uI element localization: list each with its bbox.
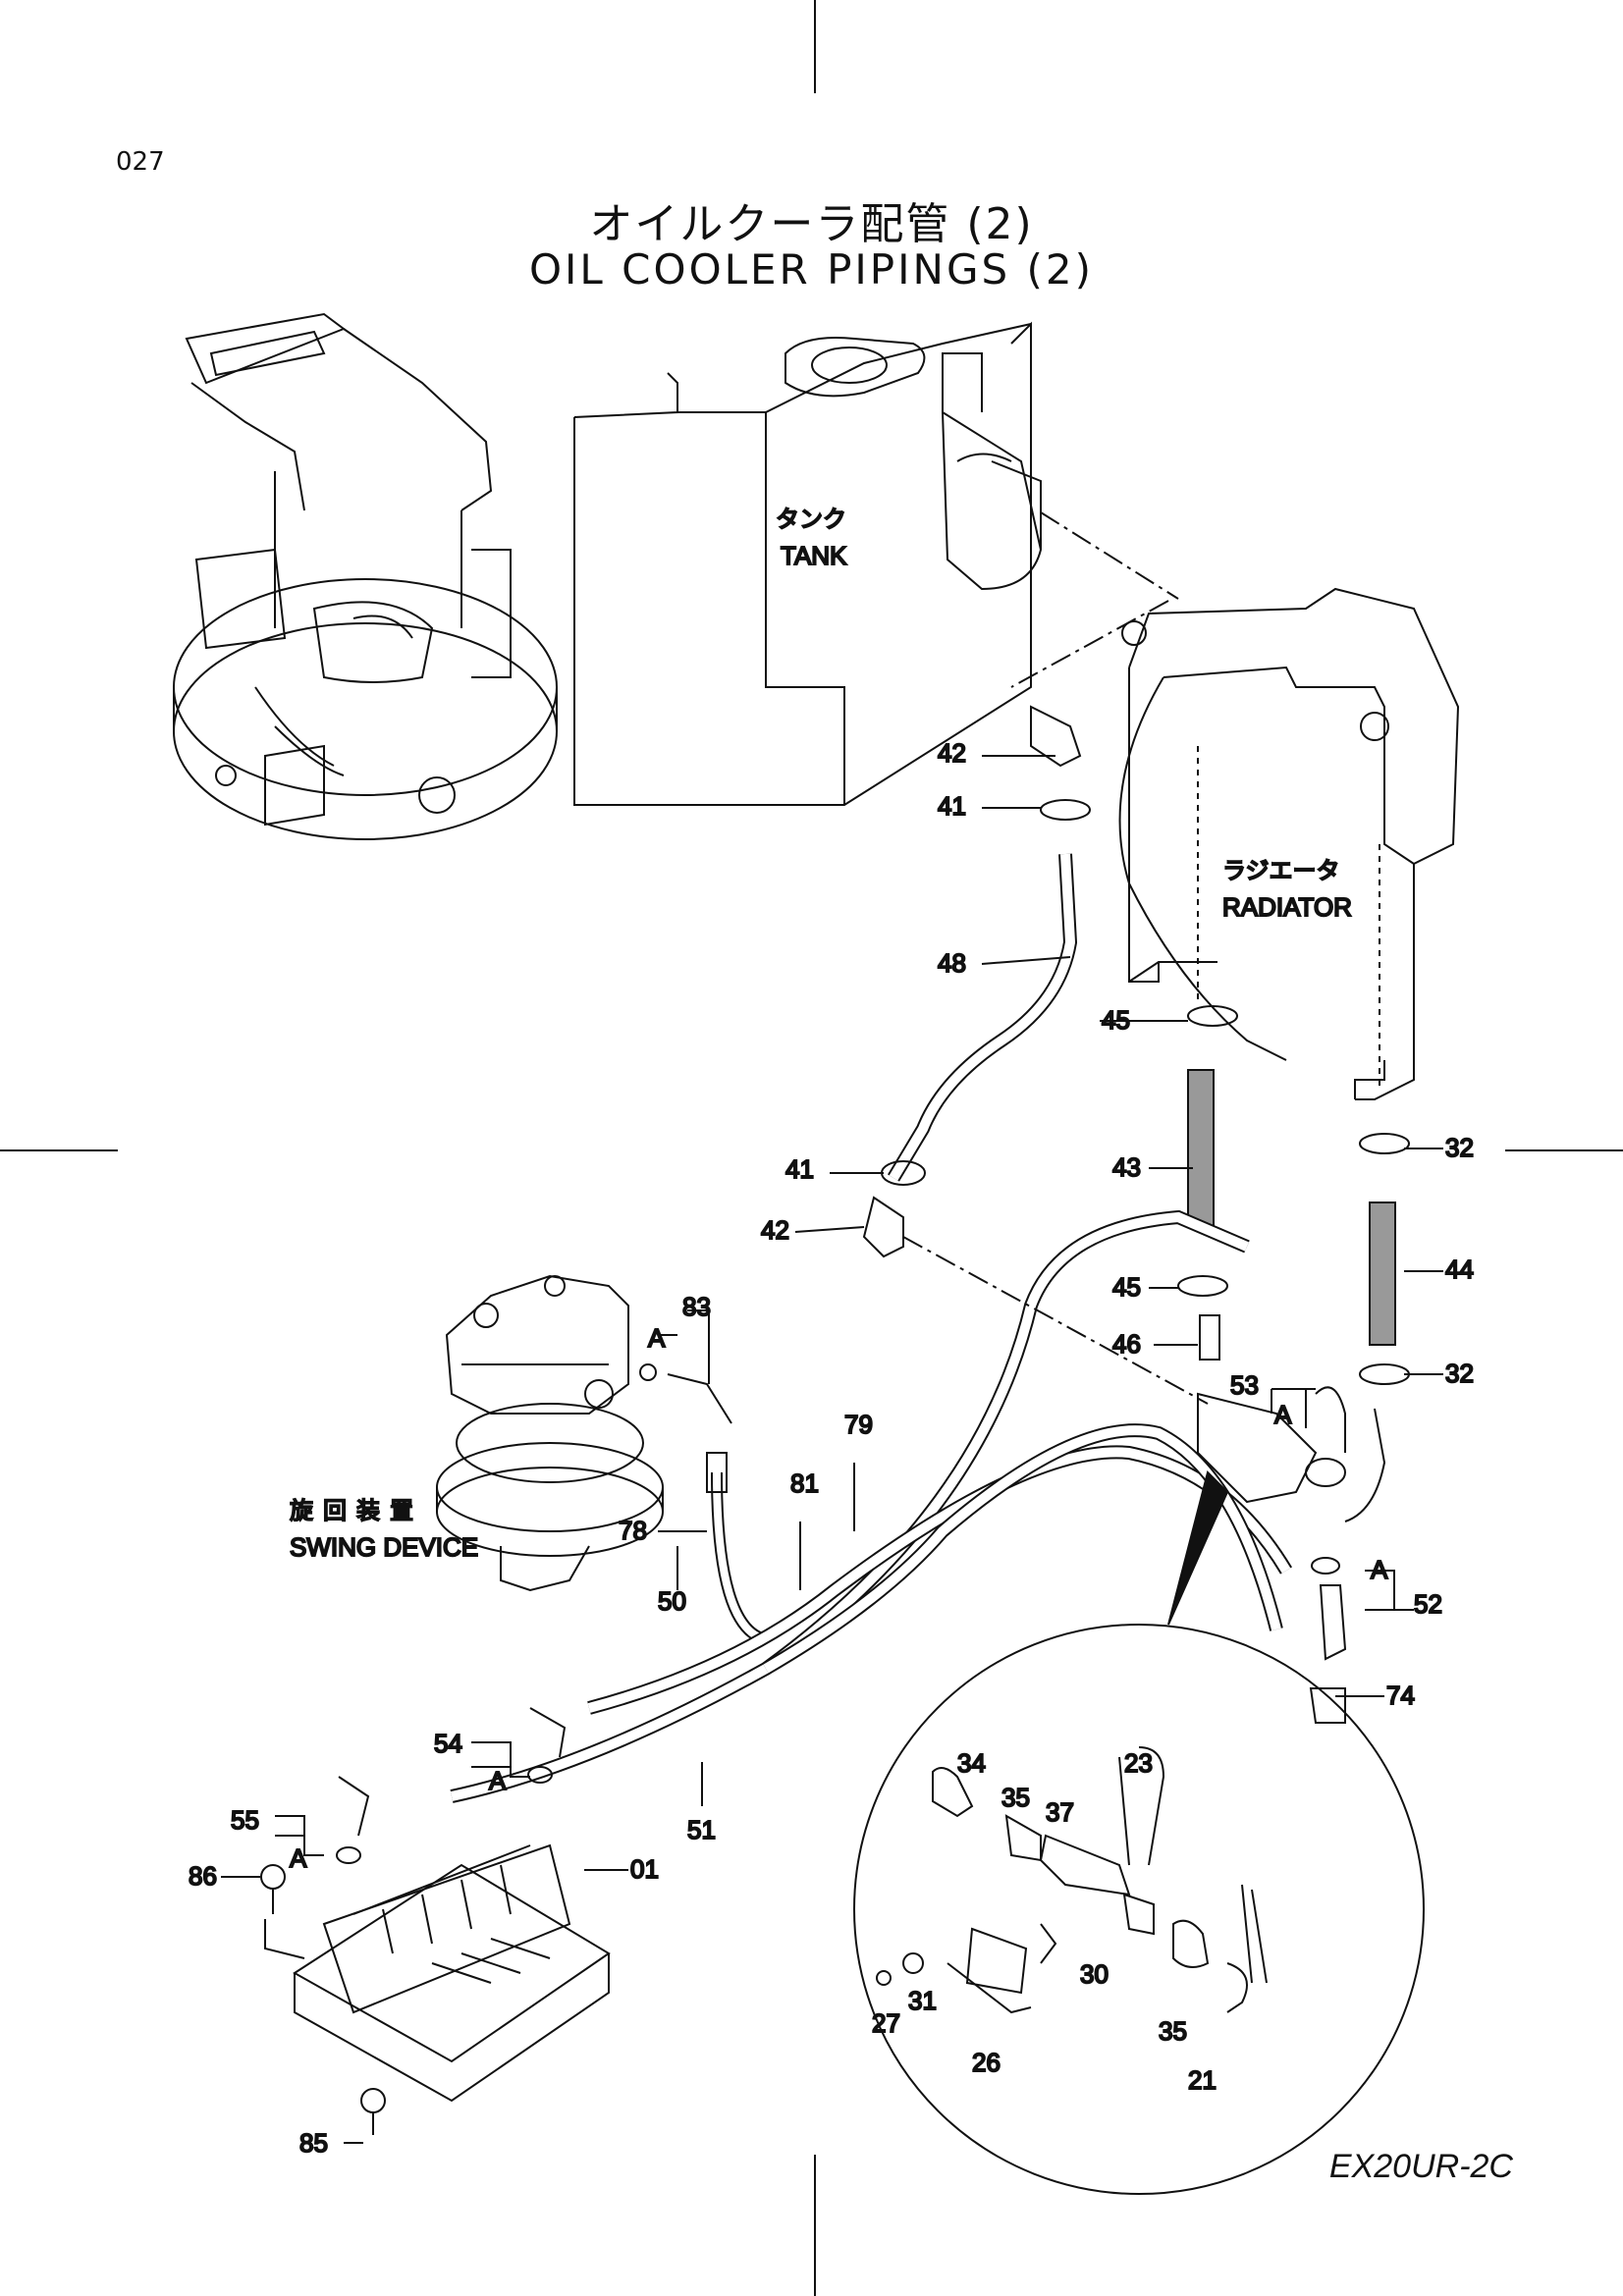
part-label-a-83: A [648, 1323, 666, 1353]
part-label-78: 78 [619, 1516, 647, 1545]
radiator-label: RADIATOR [1222, 892, 1352, 922]
part-label-a-52: A [1371, 1555, 1388, 1584]
part-label-41-upper: 41 [938, 791, 966, 821]
excavator-overview-illustration [173, 312, 558, 840]
part-label-31: 31 [908, 1986, 937, 2015]
part-label-21: 21 [1188, 2065, 1217, 2095]
hydraulic-tank-illustration [573, 321, 1043, 806]
part-label-01: 01 [630, 1854, 659, 1884]
page-title-japanese: オイルクーラ配管 (2) [589, 199, 1034, 249]
part-label-74: 74 [1386, 1681, 1415, 1710]
page-number: 027 [116, 147, 165, 177]
page-title-english: OIL COOLER PIPINGS (2) [528, 245, 1094, 294]
part-label-26: 26 [972, 2048, 1001, 2077]
part-label-27: 27 [872, 2008, 900, 2038]
part-label-53: 53 [1230, 1370, 1259, 1400]
tank-label: TANK [781, 541, 847, 570]
part-number-labels: 42 41 48 45 32 41 43 42 44 45 83 A 46 32… [188, 737, 1475, 2159]
part-label-45-lower: 45 [1112, 1272, 1141, 1302]
swing-device-label: SWING DEVICE [290, 1532, 478, 1562]
part-label-34: 34 [957, 1748, 986, 1778]
part-label-42-upper: 42 [938, 738, 966, 768]
part-label-46: 46 [1112, 1329, 1141, 1359]
part-label-37: 37 [1046, 1797, 1074, 1827]
part-label-83: 83 [682, 1292, 711, 1321]
part-label-55: 55 [231, 1805, 259, 1835]
part-label-54: 54 [434, 1729, 462, 1758]
part-label-86: 86 [189, 1861, 217, 1891]
radiator-illustration [1118, 587, 1460, 1100]
part-label-41-lower: 41 [785, 1154, 814, 1184]
part-label-23: 23 [1124, 1748, 1153, 1778]
part-label-45-upper: 45 [1102, 1005, 1130, 1035]
part-label-42-lower: 42 [761, 1215, 789, 1245]
part-label-43: 43 [1112, 1152, 1141, 1182]
part-label-32-lower: 32 [1445, 1359, 1474, 1388]
part-label-a-54: A [489, 1766, 507, 1795]
part-label-44: 44 [1445, 1255, 1474, 1284]
leader-lines [221, 511, 1443, 2144]
part-label-35-upper: 35 [1001, 1783, 1030, 1812]
radiator-label-jp: ラジエータ [1222, 857, 1340, 884]
tank-label-jp: タンク [776, 506, 846, 533]
part-label-a-55: A [290, 1843, 307, 1873]
part-label-30: 30 [1080, 1959, 1109, 1989]
part-label-81: 81 [790, 1468, 819, 1498]
model-code: EX20UR-2C [1328, 2148, 1513, 2185]
part-label-51: 51 [687, 1815, 716, 1844]
hoses [450, 853, 1396, 1803]
detail-circle [853, 1470, 1425, 2195]
fittings [260, 705, 1410, 2135]
part-label-a-53: A [1274, 1400, 1292, 1429]
swing-device-illustration [436, 1274, 664, 1592]
part-label-35-lower: 35 [1159, 2016, 1187, 2046]
part-label-32-upper: 32 [1445, 1133, 1474, 1162]
swing-device-label-jp: 旋回装置 [290, 1497, 423, 1524]
part-label-85: 85 [299, 2128, 328, 2158]
part-label-79: 79 [844, 1410, 873, 1439]
part-label-52: 52 [1414, 1589, 1442, 1619]
control-valve-illustration [293, 1843, 611, 2103]
part-label-48: 48 [938, 948, 966, 978]
part-label-50: 50 [658, 1586, 686, 1616]
